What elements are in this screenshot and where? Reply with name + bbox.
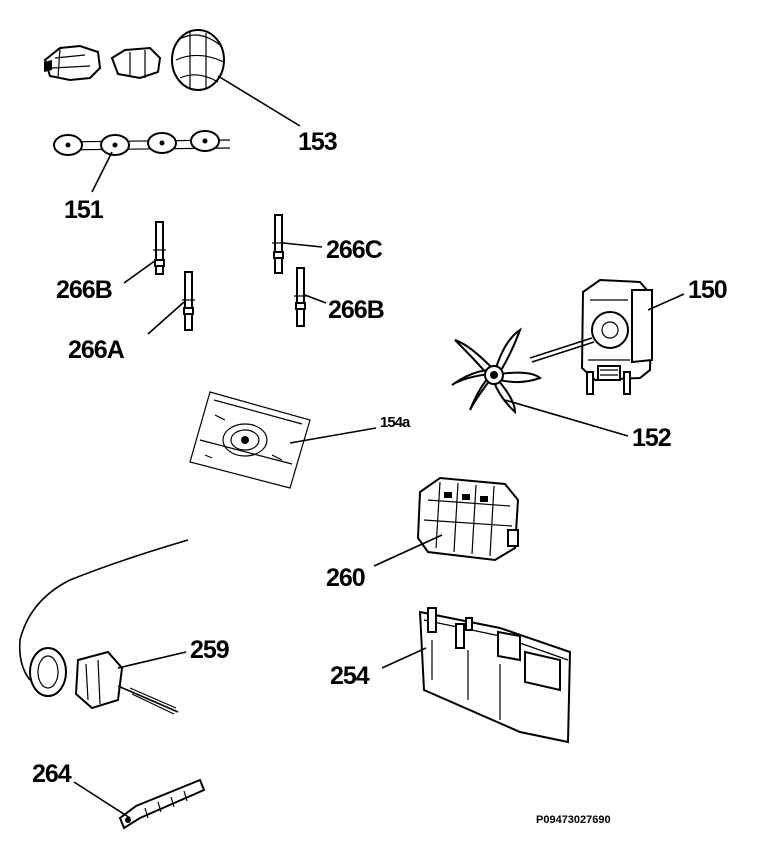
leader-259 (117, 651, 187, 669)
leader-260 (373, 534, 443, 567)
label-260: 260 (326, 564, 366, 592)
label-266a: 266A (68, 336, 125, 364)
label-150: 150 (688, 276, 728, 304)
label-152: 152 (632, 424, 672, 452)
part-266b-left-pin (153, 221, 166, 275)
part-152-fan-blade (451, 327, 543, 415)
label-151: 151 (64, 196, 104, 224)
part-264-sensor (118, 778, 206, 830)
part-266b-right-pin (294, 267, 307, 327)
leader-266c (282, 242, 323, 248)
label-254: 254 (330, 662, 370, 690)
label-154a: 154a (380, 414, 410, 431)
leader-153 (217, 75, 301, 127)
label-266b-right: 266B (328, 296, 385, 324)
label-266c: 266C (326, 236, 383, 264)
part-153-knob-assembly (43, 29, 225, 91)
label-153: 153 (298, 128, 338, 156)
part-154a-gasket-sheet (189, 391, 311, 489)
part-151-gasket-chain (53, 130, 231, 156)
part-259-thermostat (18, 539, 189, 715)
leader-266b-left (123, 259, 157, 284)
leader-150 (647, 293, 685, 311)
leader-264 (73, 781, 131, 819)
part-254-relay-box (418, 607, 572, 744)
label-264: 264 (32, 760, 72, 788)
label-259: 259 (190, 636, 230, 664)
part-266a-pin (182, 271, 195, 331)
leader-254 (381, 647, 427, 669)
leader-266a (147, 301, 185, 335)
part-266c-pin (272, 214, 285, 274)
leader-151 (91, 151, 113, 193)
part-260-switch-block (416, 476, 520, 562)
footer-code: P09473027690 (536, 814, 611, 826)
leader-152 (504, 399, 629, 437)
label-266b-left: 266B (56, 276, 113, 304)
leader-266b-right (304, 294, 327, 304)
part-150-fan-motor (529, 278, 654, 395)
leader-154a (289, 427, 377, 444)
